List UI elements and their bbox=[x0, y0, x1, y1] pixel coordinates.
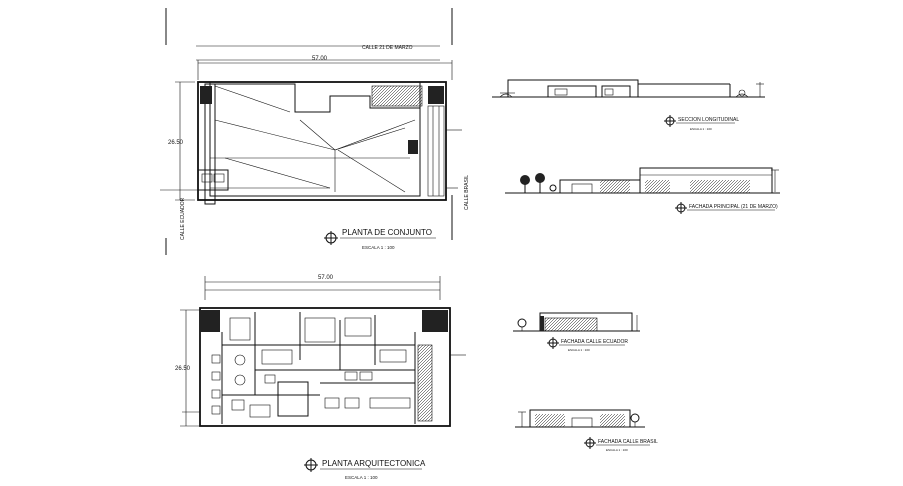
ecuador-facade-scale: ESCALA 1 : 100 bbox=[568, 348, 590, 352]
street-label-right: CALLE BRASIL bbox=[464, 175, 470, 210]
tree-icon bbox=[517, 318, 527, 328]
street-label-left: CALLE ECUADOR bbox=[180, 197, 186, 240]
ecuador-facade-title: FACHADA CALLE ECUADOR bbox=[561, 339, 628, 345]
floor-depth-dimension: 26.50 bbox=[175, 366, 191, 372]
ecuador-facade: FACHADA CALLE ECUADOR ESCALA 1 : 100 bbox=[513, 312, 640, 352]
main-facade: FACHADA PRINCIPAL (21 DE MARZO) bbox=[505, 167, 780, 214]
site-depth-dimension: 26.50 bbox=[168, 140, 184, 146]
furniture-symbols bbox=[211, 349, 411, 418]
tree-icon bbox=[535, 173, 545, 183]
site-plan-title: PLANTA DE CONJUNTO bbox=[342, 228, 432, 237]
section-title: SECCION LONGITUDINAL bbox=[678, 117, 739, 123]
floor-plan: 57.00 26.50 bbox=[175, 275, 466, 480]
main-facade-title: FACHADA PRINCIPAL (21 DE MARZO) bbox=[689, 204, 778, 210]
site-plan: CALLE 21 DE MARZO 57.00 26.50 bbox=[160, 8, 470, 255]
brasil-facade-scale: ESCALA 1 : 100 bbox=[606, 448, 628, 452]
section-scale: ESCALA 1 : 100 bbox=[690, 127, 712, 131]
brasil-facade-title: FACHADA CALLE BRASIL bbox=[598, 439, 658, 445]
tree-icon bbox=[520, 175, 530, 185]
site-plan-scale: ESCALA 1 : 100 bbox=[362, 245, 395, 250]
tree-icon bbox=[630, 413, 640, 423]
floor-width-dimension: 57.00 bbox=[318, 275, 334, 281]
brasil-facade: FACHADA CALLE BRASIL ESCALA 1 : 100 bbox=[515, 409, 658, 452]
site-width-dimension: 57.00 bbox=[312, 56, 328, 62]
longitudinal-section: SECCION LONGITUDINAL ESCALA 1 : 100 bbox=[492, 79, 765, 131]
floor-plan-scale: ESCALA 1 : 100 bbox=[345, 475, 378, 480]
floor-plan-title: PLANTA ARQUITECTONICA bbox=[322, 459, 426, 468]
street-label-top: CALLE 21 DE MARZO bbox=[362, 45, 413, 51]
tree-icon bbox=[549, 184, 557, 192]
